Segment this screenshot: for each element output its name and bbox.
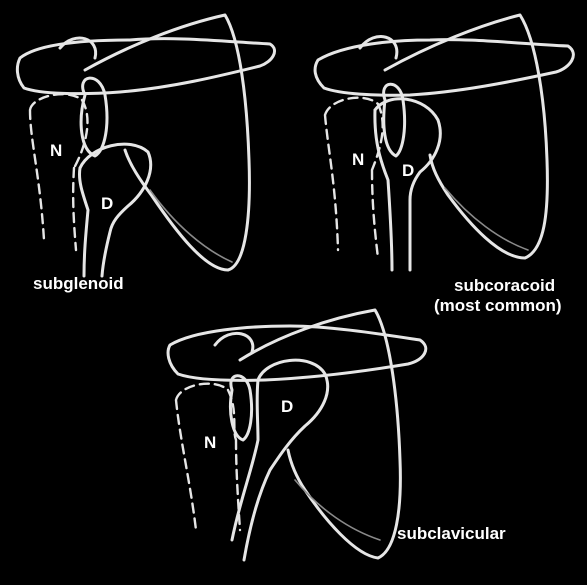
coracoid-outline bbox=[358, 35, 399, 60]
normal-humerus-letter: N bbox=[50, 141, 63, 160]
scapula-outline bbox=[238, 308, 402, 560]
panel-subglenoid-drawing bbox=[15, 13, 276, 278]
clavicle-outline bbox=[313, 38, 575, 97]
dislocated-humerus-letter: D bbox=[281, 397, 294, 416]
normal-humerus-dashed bbox=[174, 382, 242, 532]
dislocated-humerus-letter: D bbox=[101, 194, 114, 213]
clavicle-outline bbox=[15, 37, 276, 96]
glenoid-outline bbox=[228, 374, 254, 442]
dislocated-humerus-outline bbox=[373, 97, 442, 272]
most-common-note: (most common) bbox=[434, 296, 562, 315]
normal-humerus-letter: N bbox=[352, 150, 365, 169]
panel-subclavicular-drawing bbox=[166, 308, 428, 562]
dislocated-humerus-shaft bbox=[78, 166, 90, 278]
scapula-inner-ridge bbox=[444, 187, 529, 251]
panel-subcoracoid-drawing bbox=[313, 13, 575, 272]
scapula-outline bbox=[383, 13, 549, 260]
coracoid-outline bbox=[213, 331, 255, 354]
scapula-inner-ridge bbox=[149, 189, 233, 263]
glenoid-outline bbox=[79, 76, 109, 158]
normal-humerus-letter: N bbox=[204, 433, 217, 452]
subclavicular-label: subclavicular bbox=[397, 524, 506, 543]
dislocated-humerus-letter: D bbox=[402, 161, 415, 180]
clavicle-outline bbox=[166, 324, 428, 382]
subglenoid-label: subglenoid bbox=[33, 274, 124, 293]
subcoracoid-label: subcoracoid bbox=[454, 276, 556, 295]
normal-humerus-dashed bbox=[28, 92, 89, 252]
dislocated-humerus-shaft bbox=[230, 378, 260, 542]
dislocated-humerus-shaft bbox=[373, 108, 394, 272]
glenoid-outline bbox=[382, 82, 407, 158]
coracoid-outline bbox=[58, 36, 98, 60]
dislocated-humerus-outline bbox=[78, 142, 153, 278]
scapula-outline bbox=[83, 13, 251, 272]
dislocated-humerus-outline bbox=[242, 358, 330, 562]
scapula-inner-ridge bbox=[294, 479, 381, 541]
normal-humerus-dashed bbox=[323, 96, 384, 260]
